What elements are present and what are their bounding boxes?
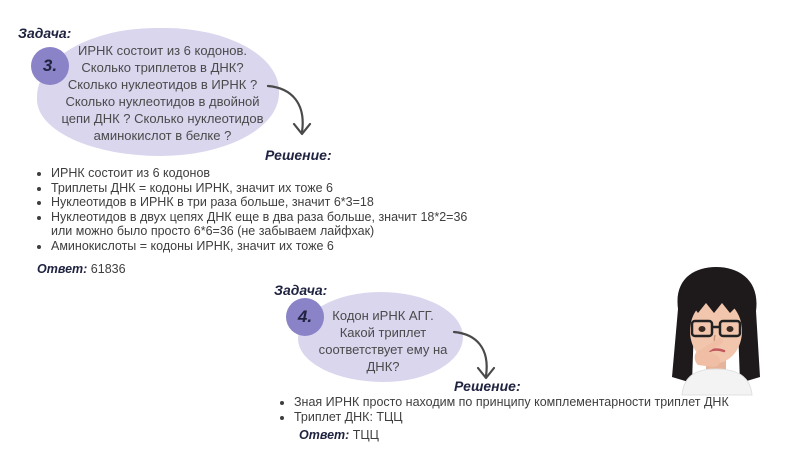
task3-question-line: Сколько нуклеотидов в ИРНК ? xyxy=(67,77,258,92)
list-item: Зная ИРНК просто находим по принципу ком… xyxy=(294,395,784,410)
task3-question-line: цепи ДНК ? Сколько нуклеотидов xyxy=(61,111,264,126)
task3-question-line: Сколько триплетов в ДНК? xyxy=(81,60,244,75)
list-item: Нуклеотидов в ИРНК в три раза больше, зн… xyxy=(51,195,521,210)
task4-number: 4. xyxy=(286,298,324,336)
task3-question: ИРНК состоит из 6 кодонов. Сколько трипл… xyxy=(55,42,270,144)
curved-arrow-icon xyxy=(452,330,496,380)
list-item: Аминокислоты = кодоны ИРНК, значит их то… xyxy=(51,239,521,254)
task4-question-line: ДНК? xyxy=(366,359,400,374)
task3-solution-header: Решение: xyxy=(265,147,332,163)
task4-solution-header: Решение: xyxy=(454,378,521,394)
task4-bubble xyxy=(298,292,463,382)
list-item: Триплеты ДНК = кодоны ИРНК, значит их то… xyxy=(51,181,521,196)
list-item: Триплет ДНК: ТЦЦ xyxy=(294,410,784,425)
curved-arrow-icon xyxy=(266,84,312,136)
list-item-text: или можно было просто 6*6=36 (не забывае… xyxy=(51,224,375,239)
list-item: ИРНК состоит из 6 кодонов xyxy=(51,166,521,181)
task4-solution-list: Зная ИРНК просто находим по принципу ком… xyxy=(278,395,784,424)
answer-label: Ответ: xyxy=(37,262,88,276)
task3-bubble xyxy=(37,28,279,156)
task3-number: 3. xyxy=(31,47,69,85)
task3-header: Задача: xyxy=(18,25,72,41)
task3-question-line: аминокислот в белке ? xyxy=(93,128,232,143)
task4-question-line: Какой триплет xyxy=(339,325,427,340)
list-item-text: Нуклеотидов в двух цепях ДНК еще в два р… xyxy=(51,209,468,224)
task3-solution-list: ИРНК состоит из 6 кодонов Триплеты ДНК =… xyxy=(35,166,521,254)
list-item: Нуклеотидов в двух цепях ДНК еще в два р… xyxy=(51,210,521,239)
task4-question: Кодон иРНК АГГ. Какой триплет соответств… xyxy=(308,307,458,375)
task4-header: Задача: xyxy=(274,282,328,298)
task4-question-line: Кодон иРНК АГГ. xyxy=(332,308,434,323)
task4-question-line: соответствует ему на xyxy=(318,342,448,357)
answer-value: 61836 xyxy=(90,262,126,276)
task3-question-line: ИРНК состоит из 6 кодонов. xyxy=(77,43,248,58)
thinking-girl-avatar xyxy=(672,267,760,396)
task3-answer: Ответ: 61836 xyxy=(37,262,126,276)
task3-question-line: Сколько нуклеотидов в двойной xyxy=(65,94,260,109)
task4-answer: Ответ: ТЦЦ xyxy=(299,428,379,442)
answer-label: Ответ: xyxy=(299,428,350,442)
answer-value: ТЦЦ xyxy=(352,428,379,442)
